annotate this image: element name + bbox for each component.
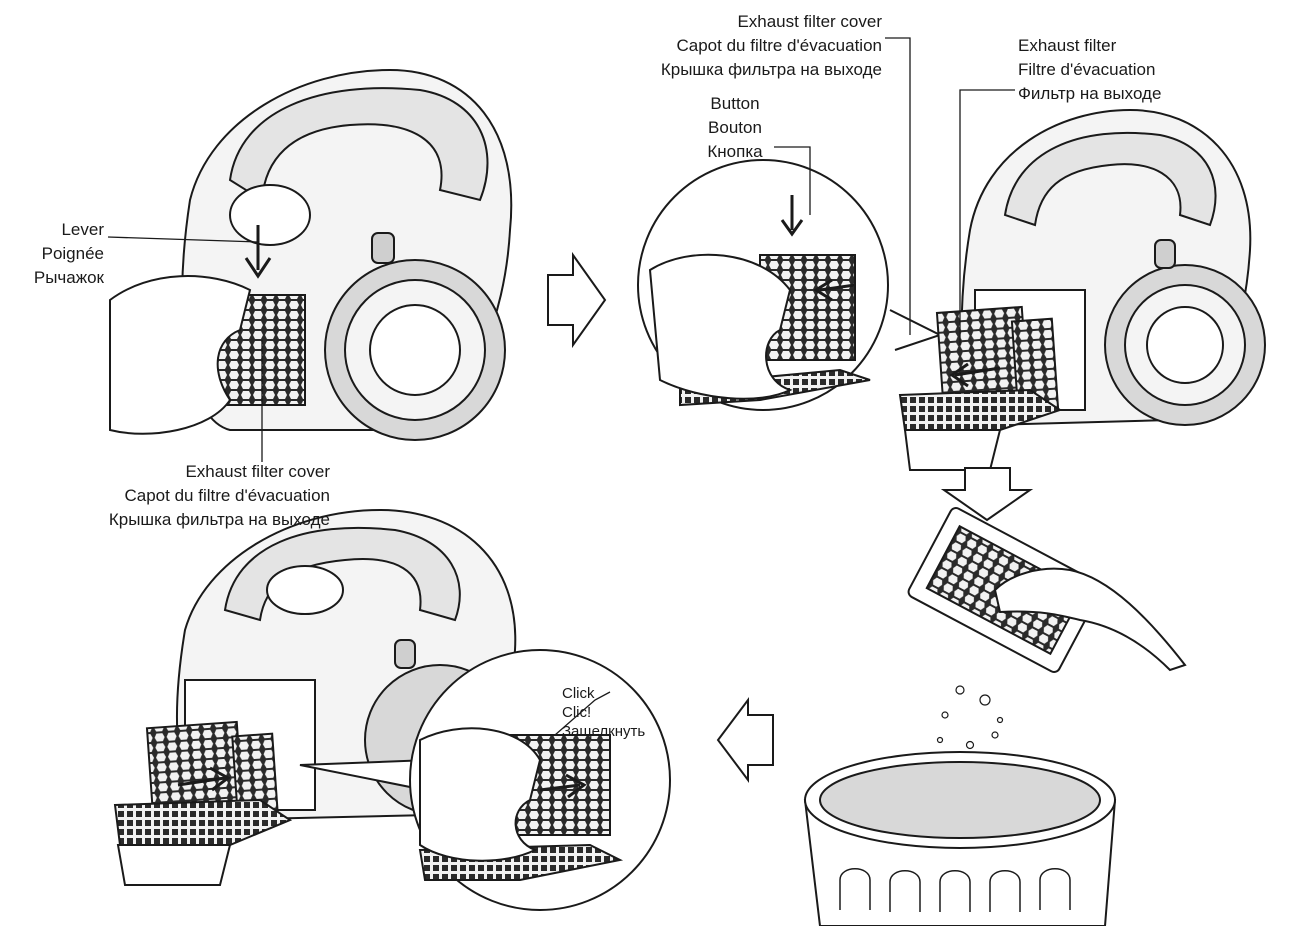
exhaust-filter-cover-en: Exhaust filter cover: [185, 462, 330, 481]
exhaust-filter-cover-top-fr: Capot du filtre d'évacuation: [676, 36, 883, 55]
hollow-arrow-left-icon: [716, 697, 774, 783]
step1-vacuum: [107, 68, 513, 462]
button-label-ru: Кнопка: [707, 142, 763, 161]
step4-detail-circle: [299, 649, 671, 911]
hollow-arrow-right-icon: [547, 251, 607, 349]
step3-filter-in-hand: [907, 507, 1187, 673]
trash-bin: [803, 751, 1117, 926]
hollow-arrow-down-icon: [940, 467, 1034, 522]
lever-label-en: Lever: [61, 220, 104, 239]
exhaust-filter-en: Exhaust filter: [1018, 36, 1117, 55]
button-label-en: Button: [710, 94, 760, 113]
exhaust-filter-label: Exhaust filter Filtre d'évacuation Фильт…: [1018, 34, 1218, 106]
exhaust-filter-cover-fr: Capot du filtre d'évacuation: [124, 486, 331, 505]
exhaust-filter-fr: Filtre d'évacuation: [1018, 60, 1156, 79]
lever-label-ru: Рычажок: [33, 268, 104, 287]
click-label-en: Click: [562, 685, 595, 702]
step2-vacuum-open: [885, 37, 1266, 471]
step2-detail-circle: [637, 146, 943, 411]
click-label: Click Clic! Защелкнуть: [562, 684, 672, 741]
click-label-ru: Защелкнуть: [562, 723, 646, 740]
button-label: Button Bouton Кнопка: [680, 92, 790, 164]
lever-label-fr: Poignée: [41, 244, 104, 263]
lever-label: Lever Poignée Рычажок: [20, 218, 104, 290]
exhaust-filter-cover-label-top: Exhaust filter cover Capot du filtre d'é…: [590, 10, 882, 82]
button-label-fr: Bouton: [708, 118, 762, 137]
exhaust-filter-cover-ru: Крышка фильтра на выходе: [108, 510, 330, 529]
exhaust-filter-cover-top-en: Exhaust filter cover: [737, 12, 882, 31]
exhaust-filter-ru: Фильтр на выходе: [1018, 84, 1162, 103]
exhaust-filter-cover-label-bottom: Exhaust filter cover Capot du filtre d'é…: [40, 460, 330, 532]
exhaust-filter-cover-top-ru: Крышка фильтра на выходе: [660, 60, 882, 79]
click-label-fr: Clic!: [562, 704, 592, 721]
